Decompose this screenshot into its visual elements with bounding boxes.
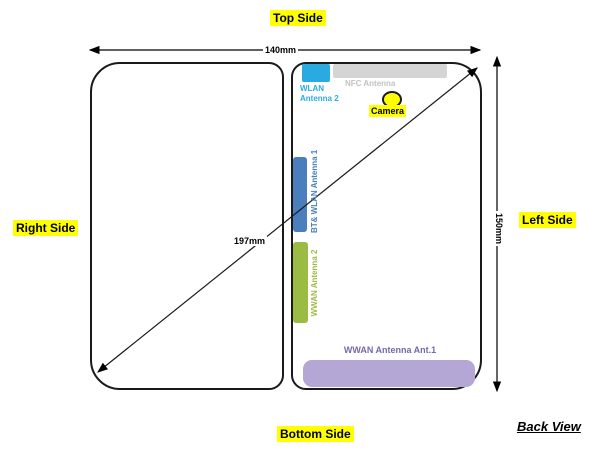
- wlan-antenna-2-label-line2: Antenna 2: [300, 94, 339, 103]
- left-side-label: Left Side: [519, 212, 576, 228]
- width-dimension-label: 140mm: [263, 45, 299, 55]
- wwan-antenna-2-label: WWAN Antenna 2: [310, 249, 319, 317]
- bottom-side-label: Bottom Side: [277, 426, 354, 442]
- wwan-antenna-1-label: WWAN Antenna Ant.1: [343, 345, 437, 355]
- camera-label: Camera: [369, 105, 407, 117]
- top-side-label: Top Side: [270, 10, 326, 26]
- back-view-caption: Back View: [517, 419, 581, 434]
- nfc-antenna-label: NFC Antenna: [345, 79, 396, 88]
- diagonal-dimension-line: [97, 67, 478, 373]
- diagonal-dimension-label: 197mm: [232, 236, 268, 246]
- bt-wlan-antenna-1-label: BT& WLAN Antenna 1: [310, 149, 319, 233]
- height-dimension-label: 150mm: [494, 211, 504, 247]
- wlan-antenna-2-label-line1: WLAN: [300, 84, 324, 93]
- wlan-antenna-2-label: WLAN Antenna 2: [300, 84, 339, 104]
- right-side-label: Right Side: [13, 220, 79, 236]
